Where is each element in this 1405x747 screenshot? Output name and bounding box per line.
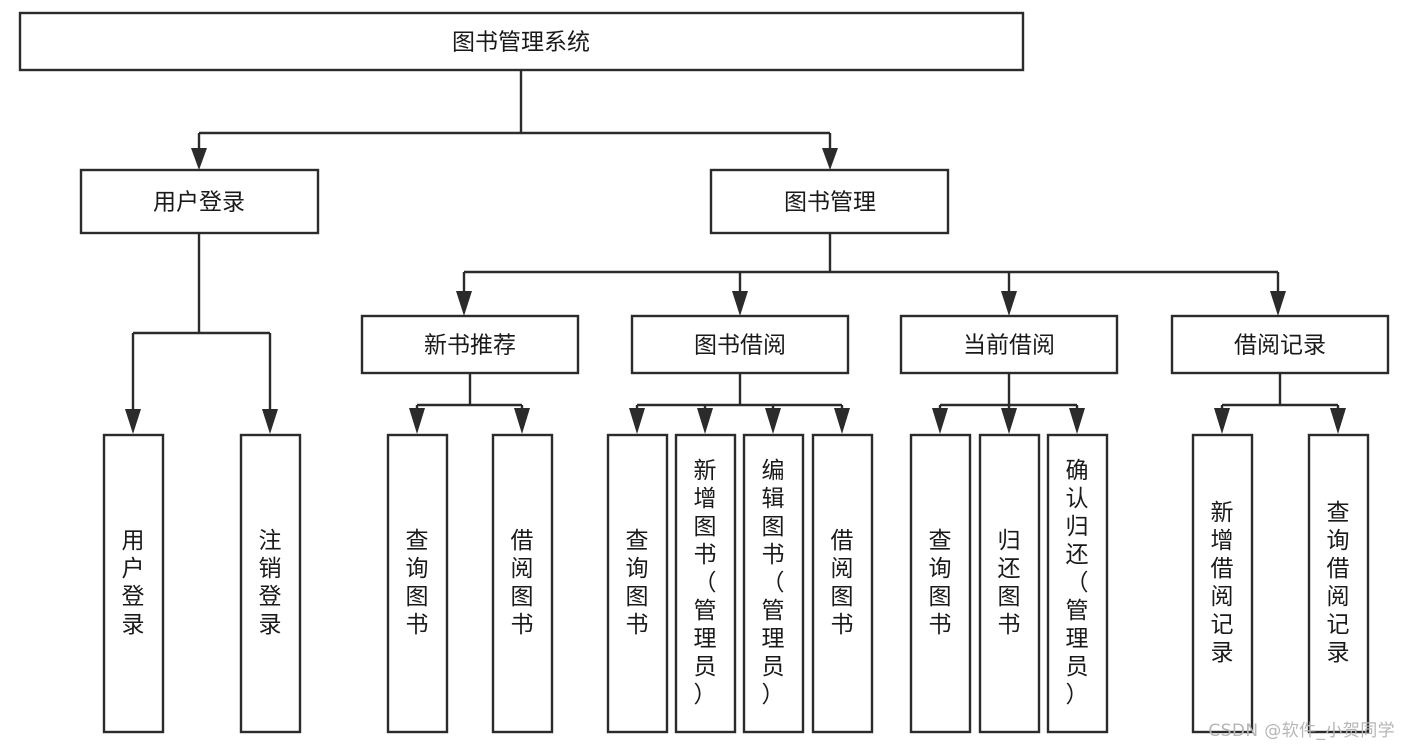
node-borrow-record[interactable]: 借阅记录: [1170, 314, 1390, 375]
node-new-book-recommend-box[interactable]: [360, 314, 580, 375]
node-leaf-query-book-2[interactable]: 查询图书: [606, 433, 669, 734]
arrow-book-manage-child-3: [1001, 291, 1017, 316]
node-leaf-query-record[interactable]: 查询借阅记录: [1307, 433, 1370, 734]
node-leaf-confirm-return-label: 确认归还（管理员）: [1066, 458, 1089, 708]
node-leaf-borrow-book-2[interactable]: 借阅图书: [811, 433, 874, 734]
node-leaf-edit-book-box[interactable]: [742, 433, 805, 734]
connector-group-new-book-recommend: [409, 373, 530, 434]
node-leaf-user-logout[interactable]: 注销登录: [239, 433, 302, 734]
node-leaf-add-book[interactable]: 新增图书（管理员）: [674, 433, 737, 734]
node-leaf-query-book-3-label: 查询图书: [929, 528, 952, 638]
node-leaf-confirm-return[interactable]: 确认归还（管理员）: [1046, 433, 1109, 734]
node-leaf-return-book[interactable]: 归还图书: [978, 433, 1041, 734]
node-leaf-user-login-label: 用户登录: [122, 528, 145, 638]
node-new-book-recommend[interactable]: 新书推荐: [360, 314, 580, 375]
node-root-label: 图书管理系统: [452, 30, 590, 56]
node-leaf-borrow-book-1-box[interactable]: [491, 433, 554, 734]
node-leaf-user-login-box[interactable]: [102, 433, 165, 734]
connector-group-user-login: [125, 233, 278, 434]
node-leaf-query-book-1-box[interactable]: [386, 433, 449, 734]
node-leaf-query-book-2-box[interactable]: [606, 433, 669, 734]
node-leaf-return-book-box[interactable]: [978, 433, 1041, 734]
arrow-current-borrow-leaf-3: [1069, 408, 1085, 434]
node-root[interactable]: 图书管理系统: [18, 11, 1025, 72]
node-current-borrow-box[interactable]: [899, 314, 1119, 375]
node-leaf-add-record-box[interactable]: [1191, 433, 1254, 734]
arrow-borrow-record-leaf-2: [1330, 408, 1346, 434]
node-root-box[interactable]: [18, 11, 1025, 72]
node-new-book-recommend-label: 新书推荐: [424, 333, 516, 359]
node-book-manage-box[interactable]: [709, 168, 950, 235]
arrow-borrow-record-leaf-1: [1214, 408, 1230, 434]
arrow-book-borrow-leaf-1: [629, 408, 645, 434]
node-book-borrow-box[interactable]: [630, 314, 850, 375]
arrow-book-manage-child-1: [456, 291, 472, 316]
node-leaf-borrow-book-2-box[interactable]: [811, 433, 874, 734]
node-leaf-return-book-label: 归还图书: [998, 528, 1021, 638]
arrow-book-borrow-leaf-3: [765, 408, 781, 434]
connector-group-root: [191, 70, 838, 170]
node-leaf-query-book-1-label: 查询图书: [406, 528, 429, 638]
node-leaf-query-book-3[interactable]: 查询图书: [909, 433, 972, 734]
node-borrow-record-label: 借阅记录: [1234, 333, 1326, 359]
node-leaf-add-book-label: 新增图书（管理员）: [694, 458, 717, 708]
node-leaf-borrow-book-1-label: 借阅图书: [511, 528, 534, 638]
node-book-manage-label: 图书管理: [784, 190, 876, 216]
arrow-book-manage-child-4: [1270, 291, 1286, 316]
node-book-borrow[interactable]: 图书借阅: [630, 314, 850, 375]
node-borrow-record-box[interactable]: [1170, 314, 1390, 375]
arrow-book-manage-child-2: [732, 291, 748, 316]
connector-group-book-manage: [456, 233, 1286, 316]
node-leaf-borrow-book-2-label: 借阅图书: [831, 528, 854, 638]
node-leaf-query-book-3-box[interactable]: [909, 433, 972, 734]
connector-group-borrow-record: [1214, 373, 1346, 434]
node-book-manage[interactable]: 图书管理: [709, 168, 950, 235]
node-leaf-edit-book[interactable]: 编辑图书（管理员）: [742, 433, 805, 734]
node-leaf-query-record-label: 查询借阅记录: [1327, 500, 1350, 666]
connector-group-book-borrow: [629, 373, 850, 434]
arrow-current-borrow-leaf-2: [1001, 408, 1017, 434]
arrow-book-borrow-leaf-2: [697, 408, 713, 434]
node-leaf-add-book-box[interactable]: [674, 433, 737, 734]
node-current-borrow-label: 当前借阅: [963, 333, 1055, 359]
node-leaf-user-logout-box[interactable]: [239, 433, 302, 734]
arrow-user-login-leaf-1: [125, 409, 141, 434]
node-user-login-box[interactable]: [79, 168, 320, 235]
node-user-login-label: 用户登录: [153, 190, 245, 216]
node-leaf-edit-book-label: 编辑图书（管理员）: [762, 458, 785, 708]
arrow-book-borrow-leaf-4: [834, 408, 850, 434]
node-leaf-query-record-box[interactable]: [1307, 433, 1370, 734]
node-leaf-add-record-label: 新增借阅记录: [1211, 500, 1234, 666]
csdn-watermark: CSDN @软件_小贺同学: [1208, 721, 1395, 741]
arrow-root-to-user-login: [191, 148, 207, 170]
arrow-new-book-leaf-2: [514, 408, 530, 434]
arrow-new-book-leaf-1: [409, 408, 425, 434]
node-leaf-query-book-1[interactable]: 查询图书: [386, 433, 449, 734]
node-leaf-user-login[interactable]: 用户登录: [102, 433, 165, 734]
arrow-root-to-book-manage: [822, 148, 838, 170]
connector-group-current-borrow: [932, 373, 1085, 434]
node-leaf-borrow-book-1[interactable]: 借阅图书: [491, 433, 554, 734]
node-leaf-user-logout-label: 注销登录: [259, 528, 282, 638]
node-user-login[interactable]: 用户登录: [79, 168, 320, 235]
arrow-user-login-leaf-2: [262, 409, 278, 434]
node-current-borrow[interactable]: 当前借阅: [899, 314, 1119, 375]
node-leaf-add-record[interactable]: 新增借阅记录: [1191, 433, 1254, 734]
node-leaf-confirm-return-box[interactable]: [1046, 433, 1109, 734]
node-book-borrow-label: 图书借阅: [694, 333, 786, 359]
arrow-current-borrow-leaf-1: [932, 408, 948, 434]
node-leaf-query-book-2-label: 查询图书: [626, 528, 649, 638]
